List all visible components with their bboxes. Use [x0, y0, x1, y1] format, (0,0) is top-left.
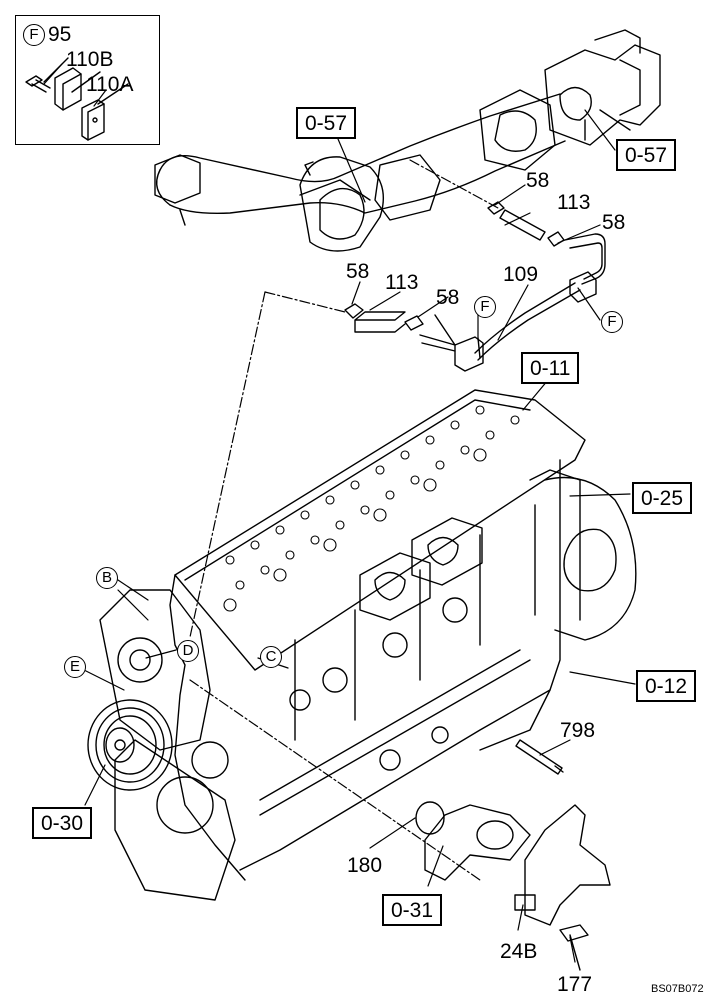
ref-box-0-31: 0-31 — [382, 894, 443, 926]
part-number-58-upper-a: 58 — [526, 169, 550, 192]
callout-b: B — [96, 567, 118, 589]
ref-box-0-12: 0-12 — [636, 670, 697, 702]
part-number-180: 180 — [347, 854, 383, 877]
ref-box-0-57-left: 0-57 — [296, 107, 357, 139]
callout-f-left: F — [474, 296, 496, 318]
part-number-177: 177 — [557, 973, 593, 996]
ref-box-0-11: 0-11 — [521, 352, 580, 384]
inset-part-95: 95 — [48, 23, 72, 46]
callout-c: C — [260, 646, 282, 668]
callout-f-right: F — [601, 311, 623, 333]
callout-d: D — [177, 640, 199, 662]
inset-part-110b: 110B — [66, 48, 114, 71]
egr-valve-drawing — [544, 29, 661, 146]
part-number-798: 798 — [560, 719, 596, 742]
part-number-58-lower-a: 58 — [346, 260, 370, 283]
front-cover-drawing — [99, 589, 236, 901]
inset-part-110a: 110A — [86, 73, 134, 96]
part-number-113-upper: 113 — [557, 191, 591, 214]
part-number-58-lower-b: 58 — [436, 286, 460, 309]
ref-box-0-30: 0-30 — [32, 807, 93, 839]
water-outlet-drawing — [415, 801, 611, 971]
part-number-113-lower: 113 — [385, 271, 419, 294]
ref-box-0-57-right: 0-57 — [616, 139, 677, 171]
part-number-109: 109 — [503, 263, 539, 286]
engine-block-drawing — [169, 389, 637, 881]
callout-e: E — [64, 656, 86, 678]
clamp-detail-inset — [15, 15, 160, 145]
ref-box-0-25: 0-25 — [632, 482, 693, 514]
pipe-assembly-drawing — [344, 201, 606, 372]
stud-bolt-drawing — [515, 739, 564, 775]
water-pump-pulley-drawing — [87, 699, 173, 791]
inset-circle-label: F — [23, 24, 45, 46]
leader-lines — [43, 63, 636, 963]
exhaust-manifold-drawing — [154, 89, 566, 252]
part-number-58-upper-b: 58 — [602, 211, 626, 234]
part-number-24b: 24B — [500, 940, 538, 963]
drawing-code: BS07B072 — [651, 983, 704, 995]
